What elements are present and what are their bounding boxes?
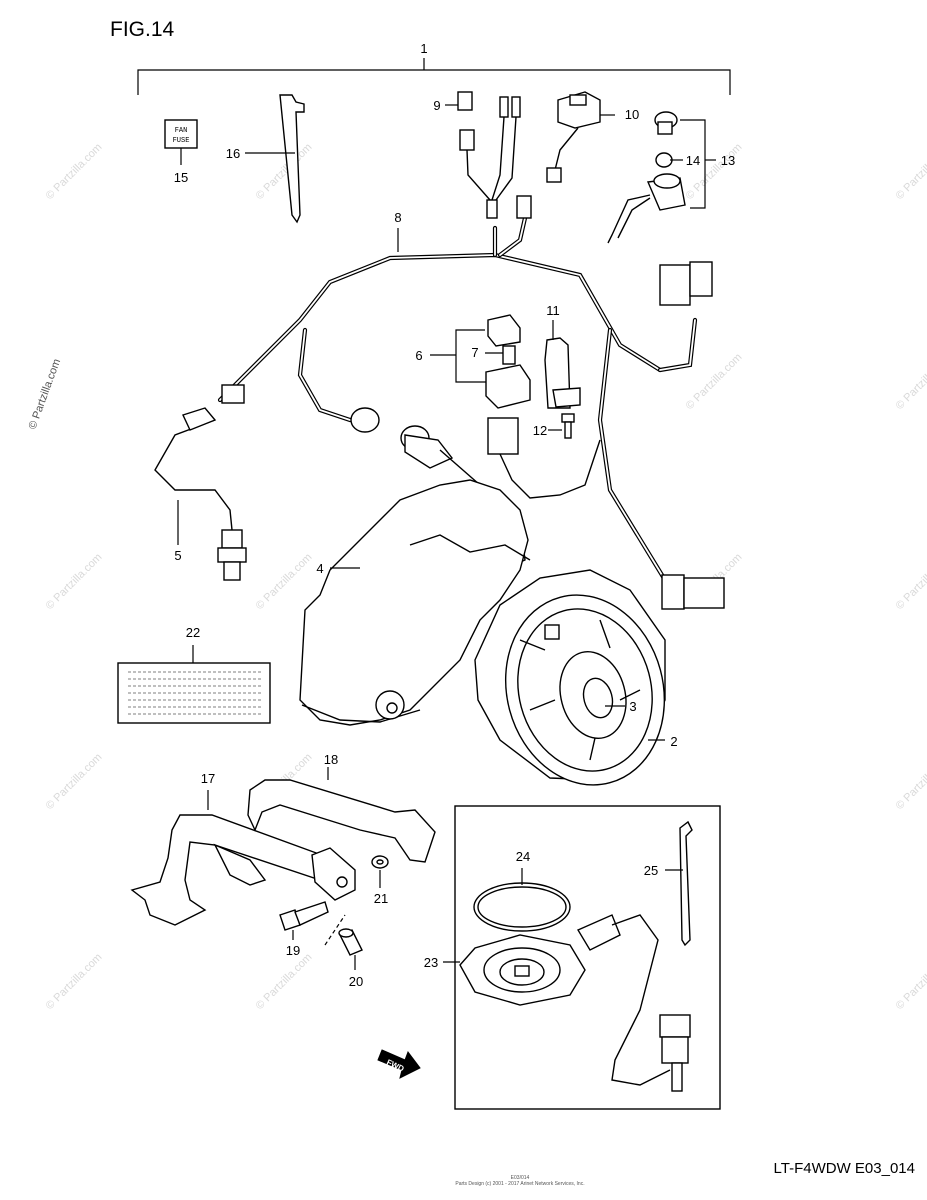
fine-print-line1: E03/014 (510, 1175, 530, 1181)
callout-1: 1 (420, 41, 427, 56)
fuse-label-line2: FUSE (173, 137, 190, 145)
callout-12: 12 (533, 423, 547, 438)
caution-label-22 (117, 645, 271, 724)
callout-2: 2 (670, 734, 677, 749)
cable-tie-25 (665, 820, 693, 947)
hardware-19-20-21 (279, 855, 389, 970)
callout-4: 4 (316, 561, 323, 576)
fan-shroud-4 (299, 479, 531, 726)
harness-connectors (221, 195, 725, 641)
connector-10 (546, 91, 615, 183)
watermark: © Partzilla.com (44, 141, 105, 202)
fan-motor-2 (474, 569, 666, 786)
thermo-switch-5 (154, 407, 247, 581)
callout-25: 25 (644, 863, 658, 878)
figure-title: FIG.14 (110, 18, 175, 41)
fan-relay-6 (430, 314, 601, 499)
watermark: © Partzilla.com (254, 951, 315, 1012)
watermark: © Partzilla.com (44, 751, 105, 812)
watermark: © Partzilla.com (894, 351, 927, 412)
fuse-holder-9 (445, 91, 521, 219)
watermark: © Partzilla.com (894, 951, 927, 1012)
fine-print: E03/014 Parts Design (c) 2001 - 2017 Ari… (360, 1175, 680, 1187)
callout-22: 22 (186, 625, 200, 640)
watermark: © Partzilla.com (44, 951, 105, 1012)
watermark: © Partzilla.com (44, 551, 105, 612)
callout-14: 14 (686, 153, 700, 168)
sensor-kit-box-23 (443, 805, 721, 1110)
cable-tie-16 (245, 94, 305, 224)
watermark: © Partzilla.com (894, 551, 927, 612)
callout-16: 16 (226, 146, 240, 161)
callout-24: 24 (516, 849, 530, 864)
bracket-11 (544, 320, 581, 439)
callout-17: 17 (201, 771, 215, 786)
watermark: © Partzilla.com (894, 751, 927, 812)
callout-7: 7 (471, 345, 478, 360)
item-1-bracket (137, 58, 731, 95)
fan-fuse-label-part: FAN FUSE (164, 119, 198, 165)
callout-18: 18 (324, 752, 338, 767)
watermark: © Partzilla.com (254, 551, 315, 612)
fan-brackets-17-18 (130, 767, 436, 926)
callout-20: 20 (349, 974, 363, 989)
fuse-label-line1: FAN (175, 127, 188, 135)
callout-10: 10 (625, 107, 639, 122)
callout-21: 21 (374, 891, 388, 906)
wiring-harness-8 (217, 215, 698, 583)
callout-15: 15 (174, 170, 188, 185)
callout-8: 8 (394, 210, 401, 225)
watermark: © Partzilla.com (684, 351, 745, 412)
callout-19: 19 (286, 943, 300, 958)
callout-23: 23 (424, 955, 438, 970)
fine-print-line2: Parts Design (c) 2001 - 2017 Arinet Netw… (455, 1181, 585, 1187)
callout-9: 9 (433, 98, 440, 113)
watermark: © Partzilla.com (894, 141, 927, 202)
watermark: © Partzilla.com (684, 141, 745, 202)
figure-code: LT-F4WDW E03_014 (773, 1160, 915, 1177)
forward-arrow: FWD (377, 1049, 421, 1079)
bulb-socket-13 (607, 111, 716, 244)
watermark: © Partzilla.com (254, 141, 315, 202)
callout-labels: 1 2 3 4 5 6 7 8 9 10 11 12 13 14 15 16 1… (174, 41, 735, 989)
callout-13: 13 (721, 153, 735, 168)
callout-11: 11 (546, 303, 560, 318)
watermark: © Partzilla.com (27, 357, 64, 431)
callout-3: 3 (629, 699, 636, 714)
callout-5: 5 (174, 548, 181, 563)
callout-6: 6 (415, 348, 422, 363)
